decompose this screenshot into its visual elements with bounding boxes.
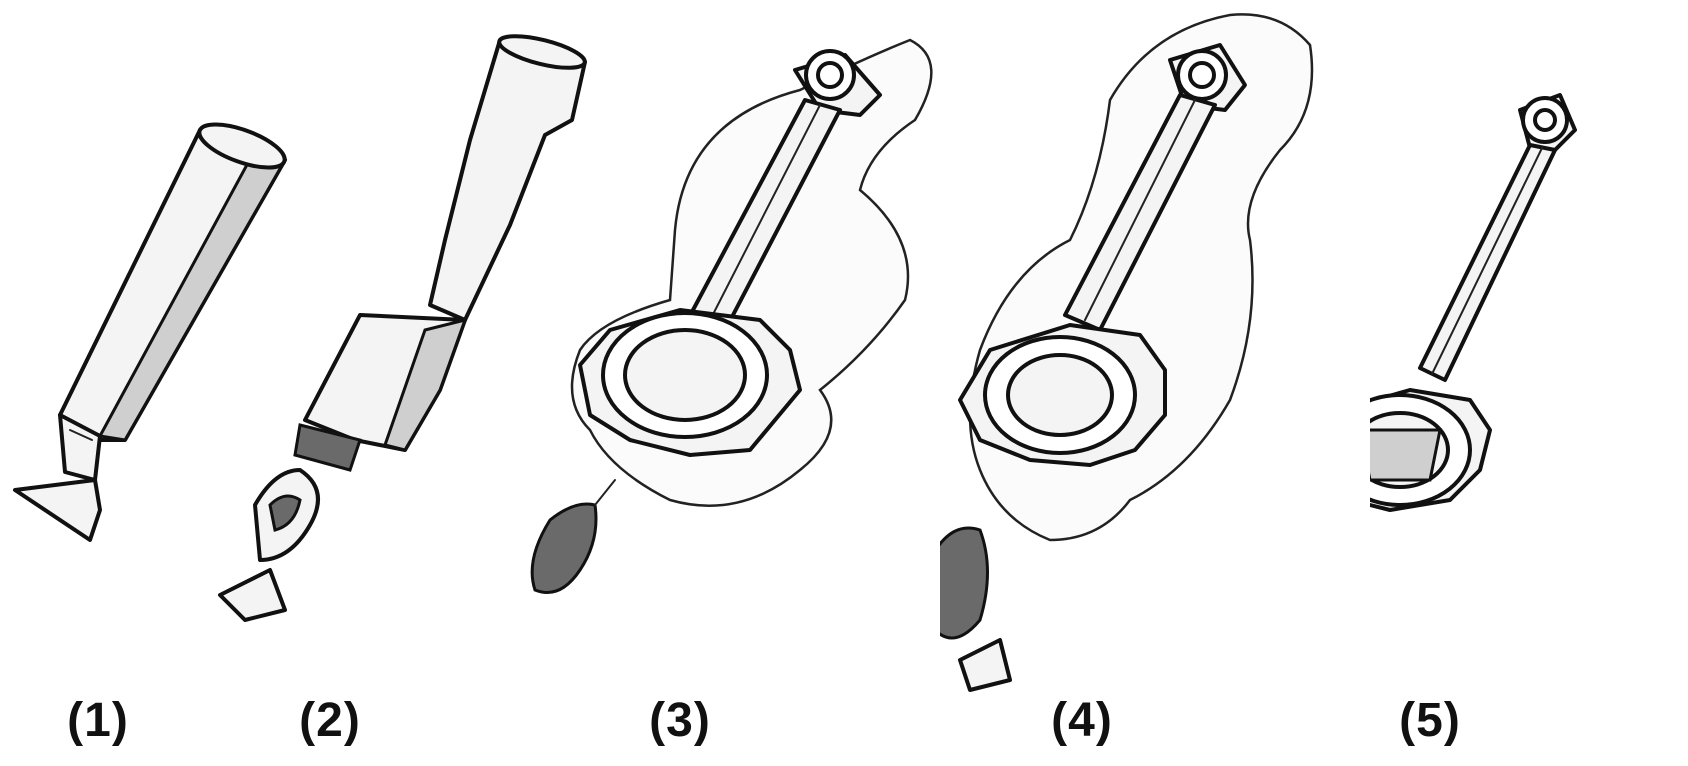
stage-5: (5) — [1370, 0, 1688, 766]
stage-2-label: (2) — [270, 697, 390, 745]
stage-3-label: (3) — [620, 697, 740, 745]
stage-3: (3) — [520, 0, 980, 766]
stage-4: (4) — [940, 0, 1410, 766]
stage-4-label: (4) — [1022, 697, 1142, 745]
finished-forging-with-flash-icon — [940, 0, 1410, 766]
stage-1-label: (1) — [38, 697, 158, 745]
blocked-forging-icon — [520, 0, 980, 766]
stage-5-label: (5) — [1370, 697, 1490, 745]
trimmed-connecting-rod-icon — [1370, 0, 1688, 766]
